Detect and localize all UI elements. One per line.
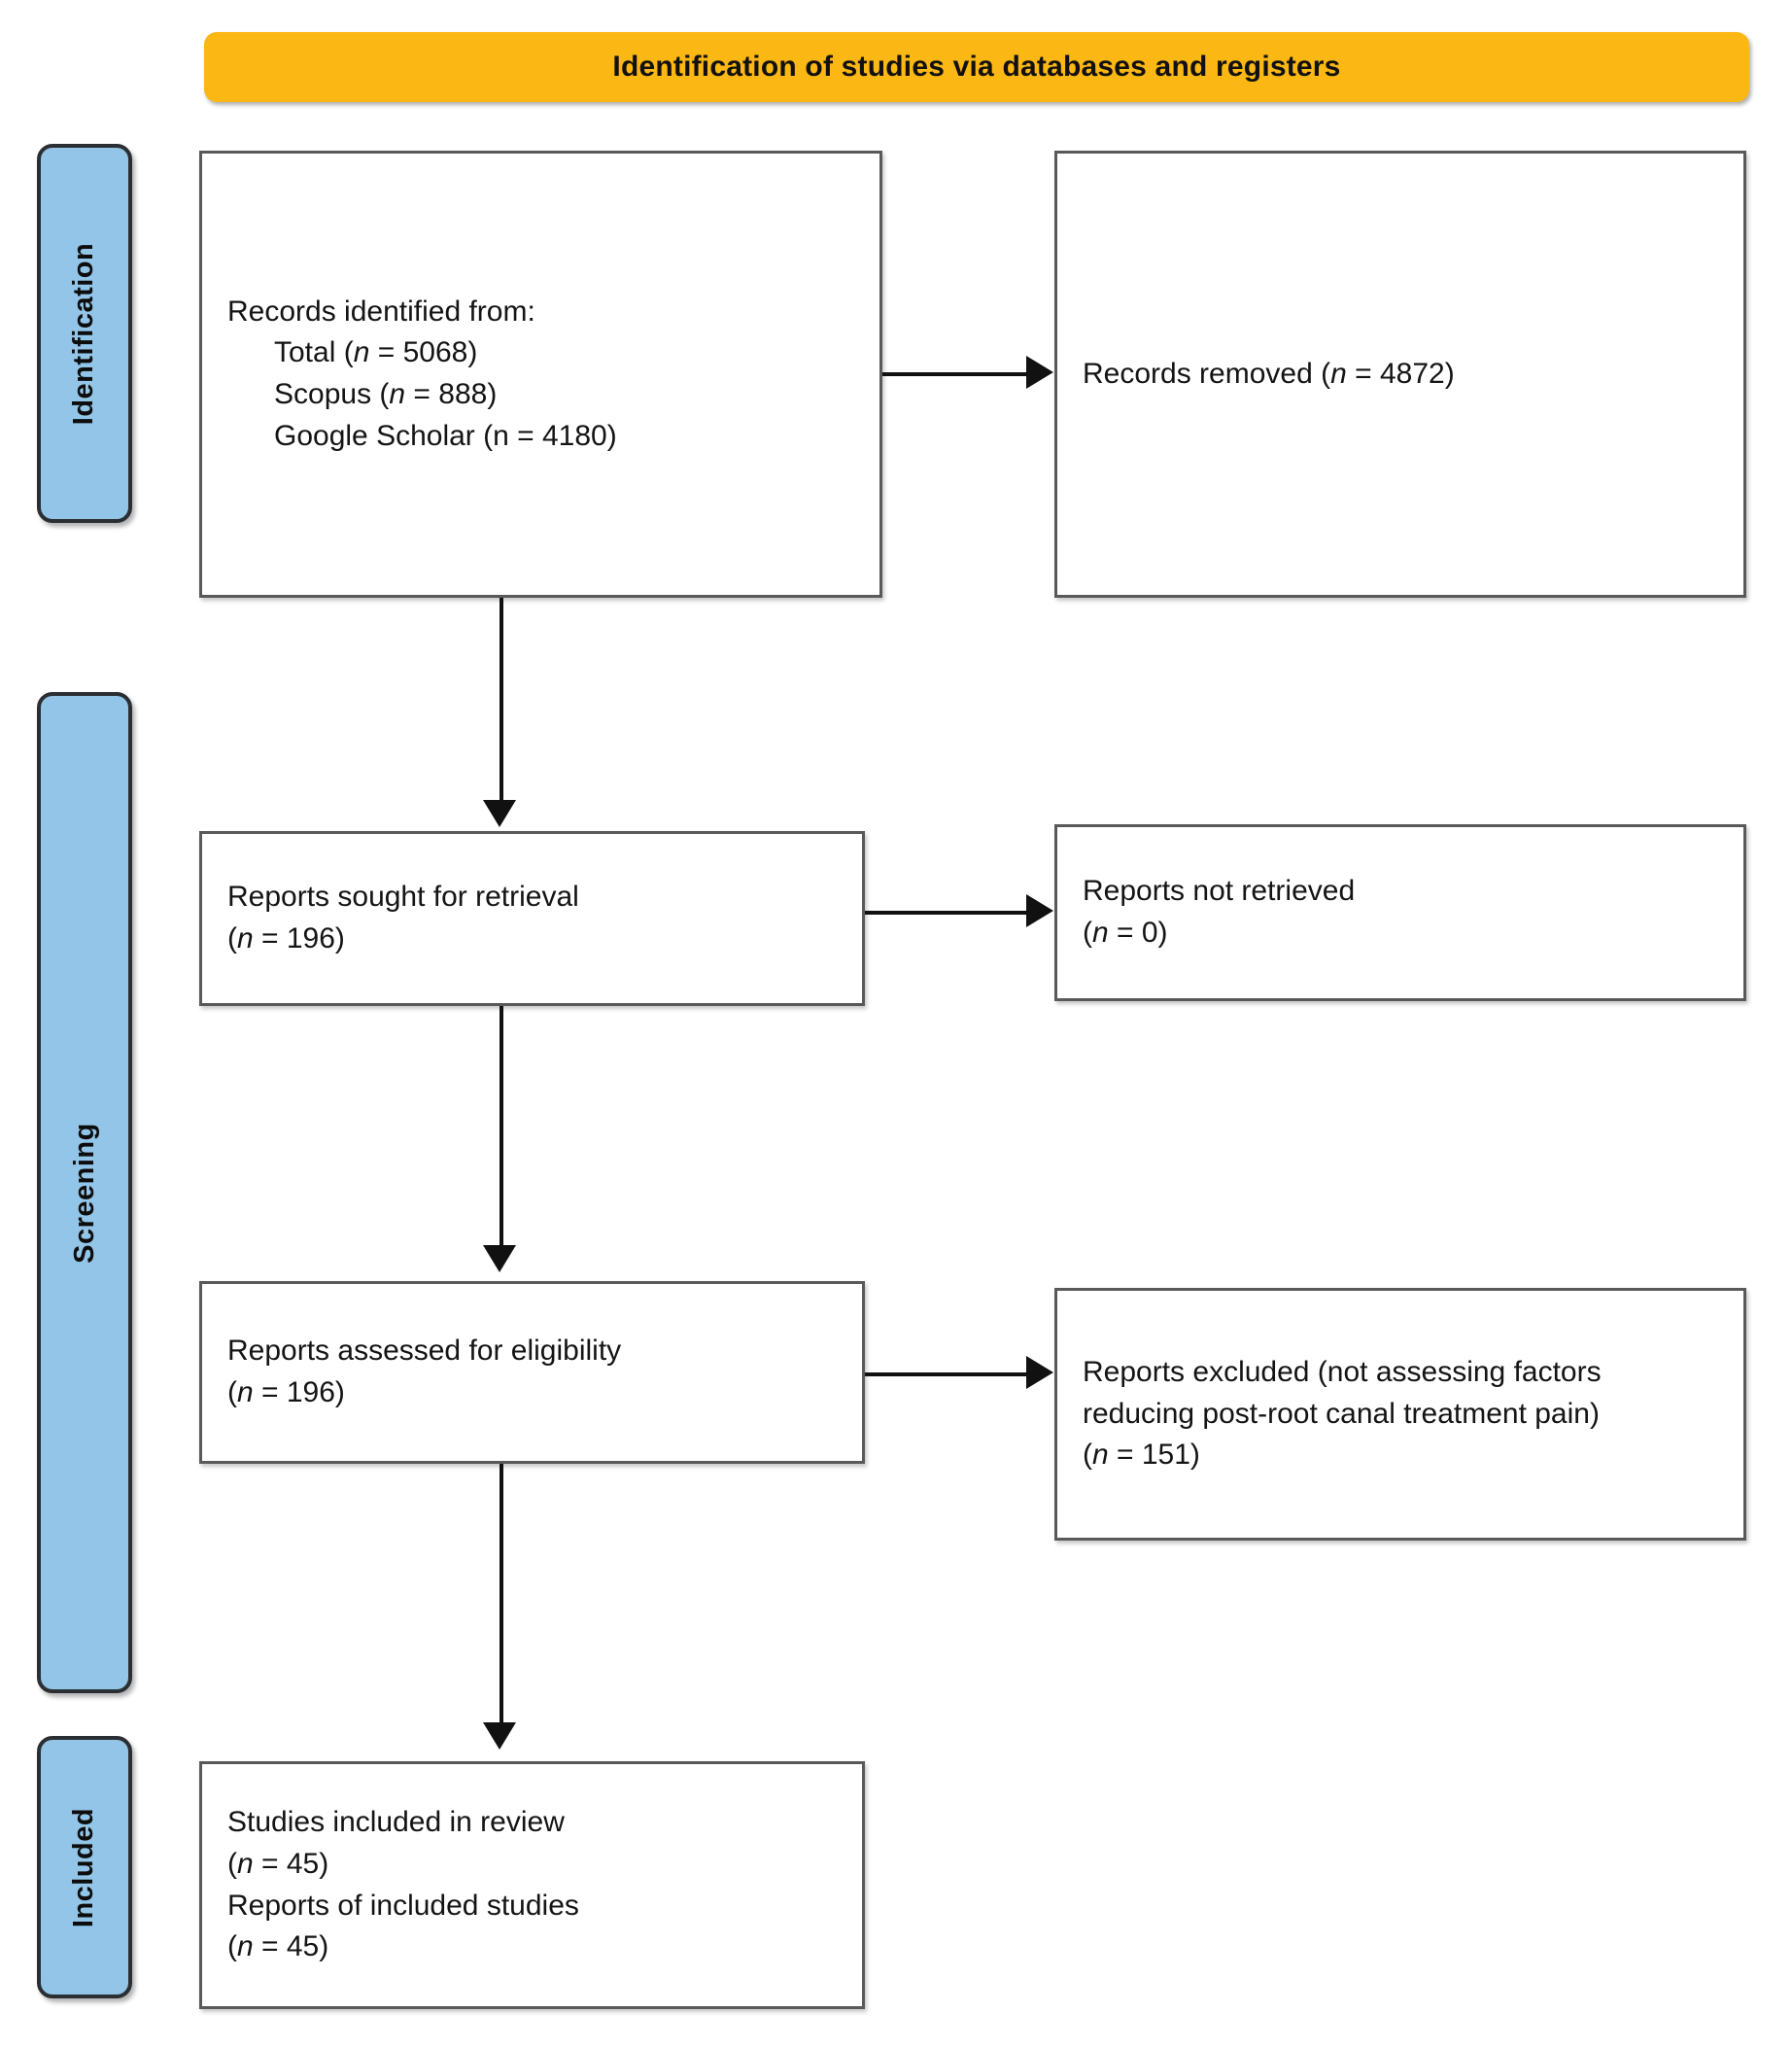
scopus-value: = 888) bbox=[405, 378, 498, 410]
reports-excluded-heading: Reports excluded (not assessing factors … bbox=[1083, 1356, 1602, 1430]
removed-n-symbol: n bbox=[1330, 357, 1347, 390]
not-retrieved-paren-open: ( bbox=[1083, 917, 1092, 949]
connector-assessed-to-excluded bbox=[865, 1372, 1028, 1376]
arrowhead-right-icon bbox=[1026, 356, 1053, 389]
reports-not-retrieved-count: (n = 0) bbox=[1083, 913, 1718, 954]
stage-label-identification: Identification bbox=[68, 242, 100, 425]
records-removed-text: Records removed (n = 4872) bbox=[1083, 354, 1718, 396]
total-value: = 5068) bbox=[369, 336, 478, 369]
stage-bar-included: Included bbox=[37, 1736, 132, 1998]
box-records-removed: Records removed (n = 4872) bbox=[1054, 151, 1746, 598]
reports-sought-heading: Reports sought for retrieval bbox=[227, 881, 579, 914]
reports-assessed-count: (n = 196) bbox=[227, 1372, 837, 1414]
not-retrieved-n-symbol: n bbox=[1092, 917, 1109, 949]
reports-value: = 45) bbox=[253, 1930, 329, 1963]
assessed-n-symbol: n bbox=[237, 1376, 254, 1408]
connector-identified-to-sought bbox=[500, 598, 503, 804]
connector-sought-to-assessed bbox=[500, 1006, 503, 1249]
studies-paren-open: ( bbox=[227, 1847, 237, 1880]
excluded-n-symbol: n bbox=[1092, 1439, 1109, 1472]
connector-assessed-to-included bbox=[500, 1464, 503, 1726]
reports-not-retrieved-heading: Reports not retrieved bbox=[1083, 875, 1356, 908]
arrowhead-right-icon bbox=[1026, 1356, 1053, 1389]
box-studies-included: Studies included in review (n = 45) Repo… bbox=[199, 1761, 865, 2009]
box-reports-sought: Reports sought for retrieval (n = 196) bbox=[199, 831, 865, 1006]
excluded-value: = 151) bbox=[1108, 1439, 1200, 1472]
connector-identified-to-removed bbox=[882, 372, 1028, 376]
records-identified-total: Total (n = 5068) bbox=[227, 332, 854, 374]
records-identified-google-scholar: Google Scholar (n = 4180) bbox=[274, 419, 617, 452]
excluded-paren-open: ( bbox=[1083, 1439, 1092, 1472]
header-banner: Identification of studies via databases … bbox=[204, 32, 1749, 102]
box-reports-assessed: Reports assessed for eligibility (n = 19… bbox=[199, 1281, 865, 1464]
sought-value: = 196) bbox=[253, 922, 345, 954]
removed-value: = 4872) bbox=[1346, 357, 1455, 390]
records-identified-heading: Records identified from: bbox=[227, 295, 535, 328]
arrowhead-down-icon bbox=[483, 800, 516, 827]
connector-sought-to-not-retrieved bbox=[865, 911, 1028, 915]
stage-label-included: Included bbox=[68, 1807, 100, 1927]
reports-excluded-count: (n = 151) bbox=[1083, 1435, 1718, 1476]
arrowhead-down-icon bbox=[483, 1245, 516, 1272]
reports-included-count: (n = 45) bbox=[227, 1926, 837, 1968]
reports-included-heading: Reports of included studies bbox=[227, 1889, 579, 1922]
scopus-label: Scopus ( bbox=[274, 378, 390, 410]
stage-bar-screening: Screening bbox=[37, 692, 132, 1693]
arrowhead-right-icon bbox=[1026, 894, 1053, 927]
removed-label: Records removed ( bbox=[1083, 357, 1331, 390]
reports-n-symbol: n bbox=[237, 1930, 254, 1963]
records-identified-scopus: Scopus (n = 888) bbox=[227, 374, 854, 416]
total-label: Total ( bbox=[274, 336, 354, 369]
studies-n-symbol: n bbox=[237, 1847, 254, 1880]
stage-bar-identification: Identification bbox=[37, 144, 132, 523]
box-reports-excluded: Reports excluded (not assessing factors … bbox=[1054, 1288, 1746, 1541]
reports-assessed-heading: Reports assessed for eligibility bbox=[227, 1335, 622, 1368]
assessed-paren-open: ( bbox=[227, 1376, 237, 1408]
not-retrieved-value: = 0) bbox=[1108, 917, 1168, 949]
box-records-identified: Records identified from: Total (n = 5068… bbox=[199, 151, 882, 598]
arrowhead-down-icon bbox=[483, 1722, 516, 1750]
reports-sought-count: (n = 196) bbox=[227, 919, 837, 960]
sought-paren-open: ( bbox=[227, 922, 237, 954]
scopus-n-symbol: n bbox=[389, 378, 406, 410]
stage-label-screening: Screening bbox=[68, 1122, 100, 1264]
studies-value: = 45) bbox=[253, 1847, 329, 1880]
sought-n-symbol: n bbox=[237, 922, 254, 954]
studies-included-count: (n = 45) bbox=[227, 1844, 837, 1886]
header-title: Identification of studies via databases … bbox=[612, 51, 1341, 83]
studies-included-heading: Studies included in review bbox=[227, 1806, 565, 1839]
box-reports-not-retrieved: Reports not retrieved (n = 0) bbox=[1054, 824, 1746, 1001]
assessed-value: = 196) bbox=[253, 1376, 345, 1408]
reports-paren-open: ( bbox=[227, 1930, 237, 1963]
total-n-symbol: n bbox=[353, 336, 370, 369]
